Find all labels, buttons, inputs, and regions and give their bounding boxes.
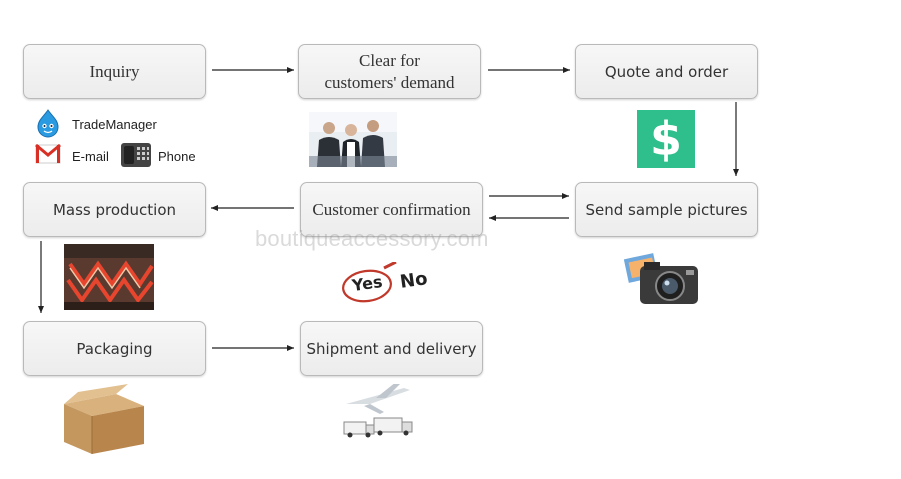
step-clear-line1: Clear for — [359, 50, 420, 70]
step-mass-production-label: Mass production — [52, 200, 177, 219]
step-packaging-label: Packaging — [76, 339, 153, 358]
step-inquiry-label: Inquiry — [89, 61, 140, 81]
step-clear-line2: customers' demand — [324, 72, 455, 92]
step-shipment-delivery: Shipment and delivery — [300, 321, 483, 376]
step-send-pictures: Send sample pictures — [575, 182, 758, 237]
step-clear-demand: Clear for customers' demand — [298, 44, 481, 99]
plane-truck-image — [340, 382, 416, 442]
factory-production-image — [64, 244, 154, 310]
step-quote-order: Quote and order — [575, 44, 758, 99]
trademanager-label: TradeManager — [72, 117, 157, 132]
step-shipment-label: Shipment and delivery — [306, 339, 477, 358]
step-customer-confirmation: Customer confirmation — [300, 182, 483, 237]
gmail-icon — [35, 143, 61, 165]
cardboard-box-image — [56, 380, 150, 456]
yes-no-badge: Yes No — [340, 260, 440, 306]
step-customer-confirmation-label: Customer confirmation — [312, 199, 471, 219]
phone-icon — [120, 140, 152, 168]
step-inquiry: Inquiry — [23, 44, 206, 99]
no-label: No — [398, 268, 429, 293]
camera-icon — [623, 250, 700, 308]
step-quote-label: Quote and order — [604, 62, 729, 81]
phone-label: Phone — [158, 149, 196, 164]
step-mass-production: Mass production — [23, 182, 206, 237]
business-meeting-image — [309, 112, 397, 167]
dollar-sign: $ — [649, 112, 682, 166]
watermark-text: boutiqueaccessory.com — [255, 226, 489, 251]
dollar-icon: $ — [637, 110, 695, 168]
step-send-pictures-label: Send sample pictures — [585, 200, 748, 219]
email-label: E-mail — [72, 149, 109, 164]
step-packaging: Packaging — [23, 321, 206, 376]
trademanager-icon — [34, 108, 62, 138]
